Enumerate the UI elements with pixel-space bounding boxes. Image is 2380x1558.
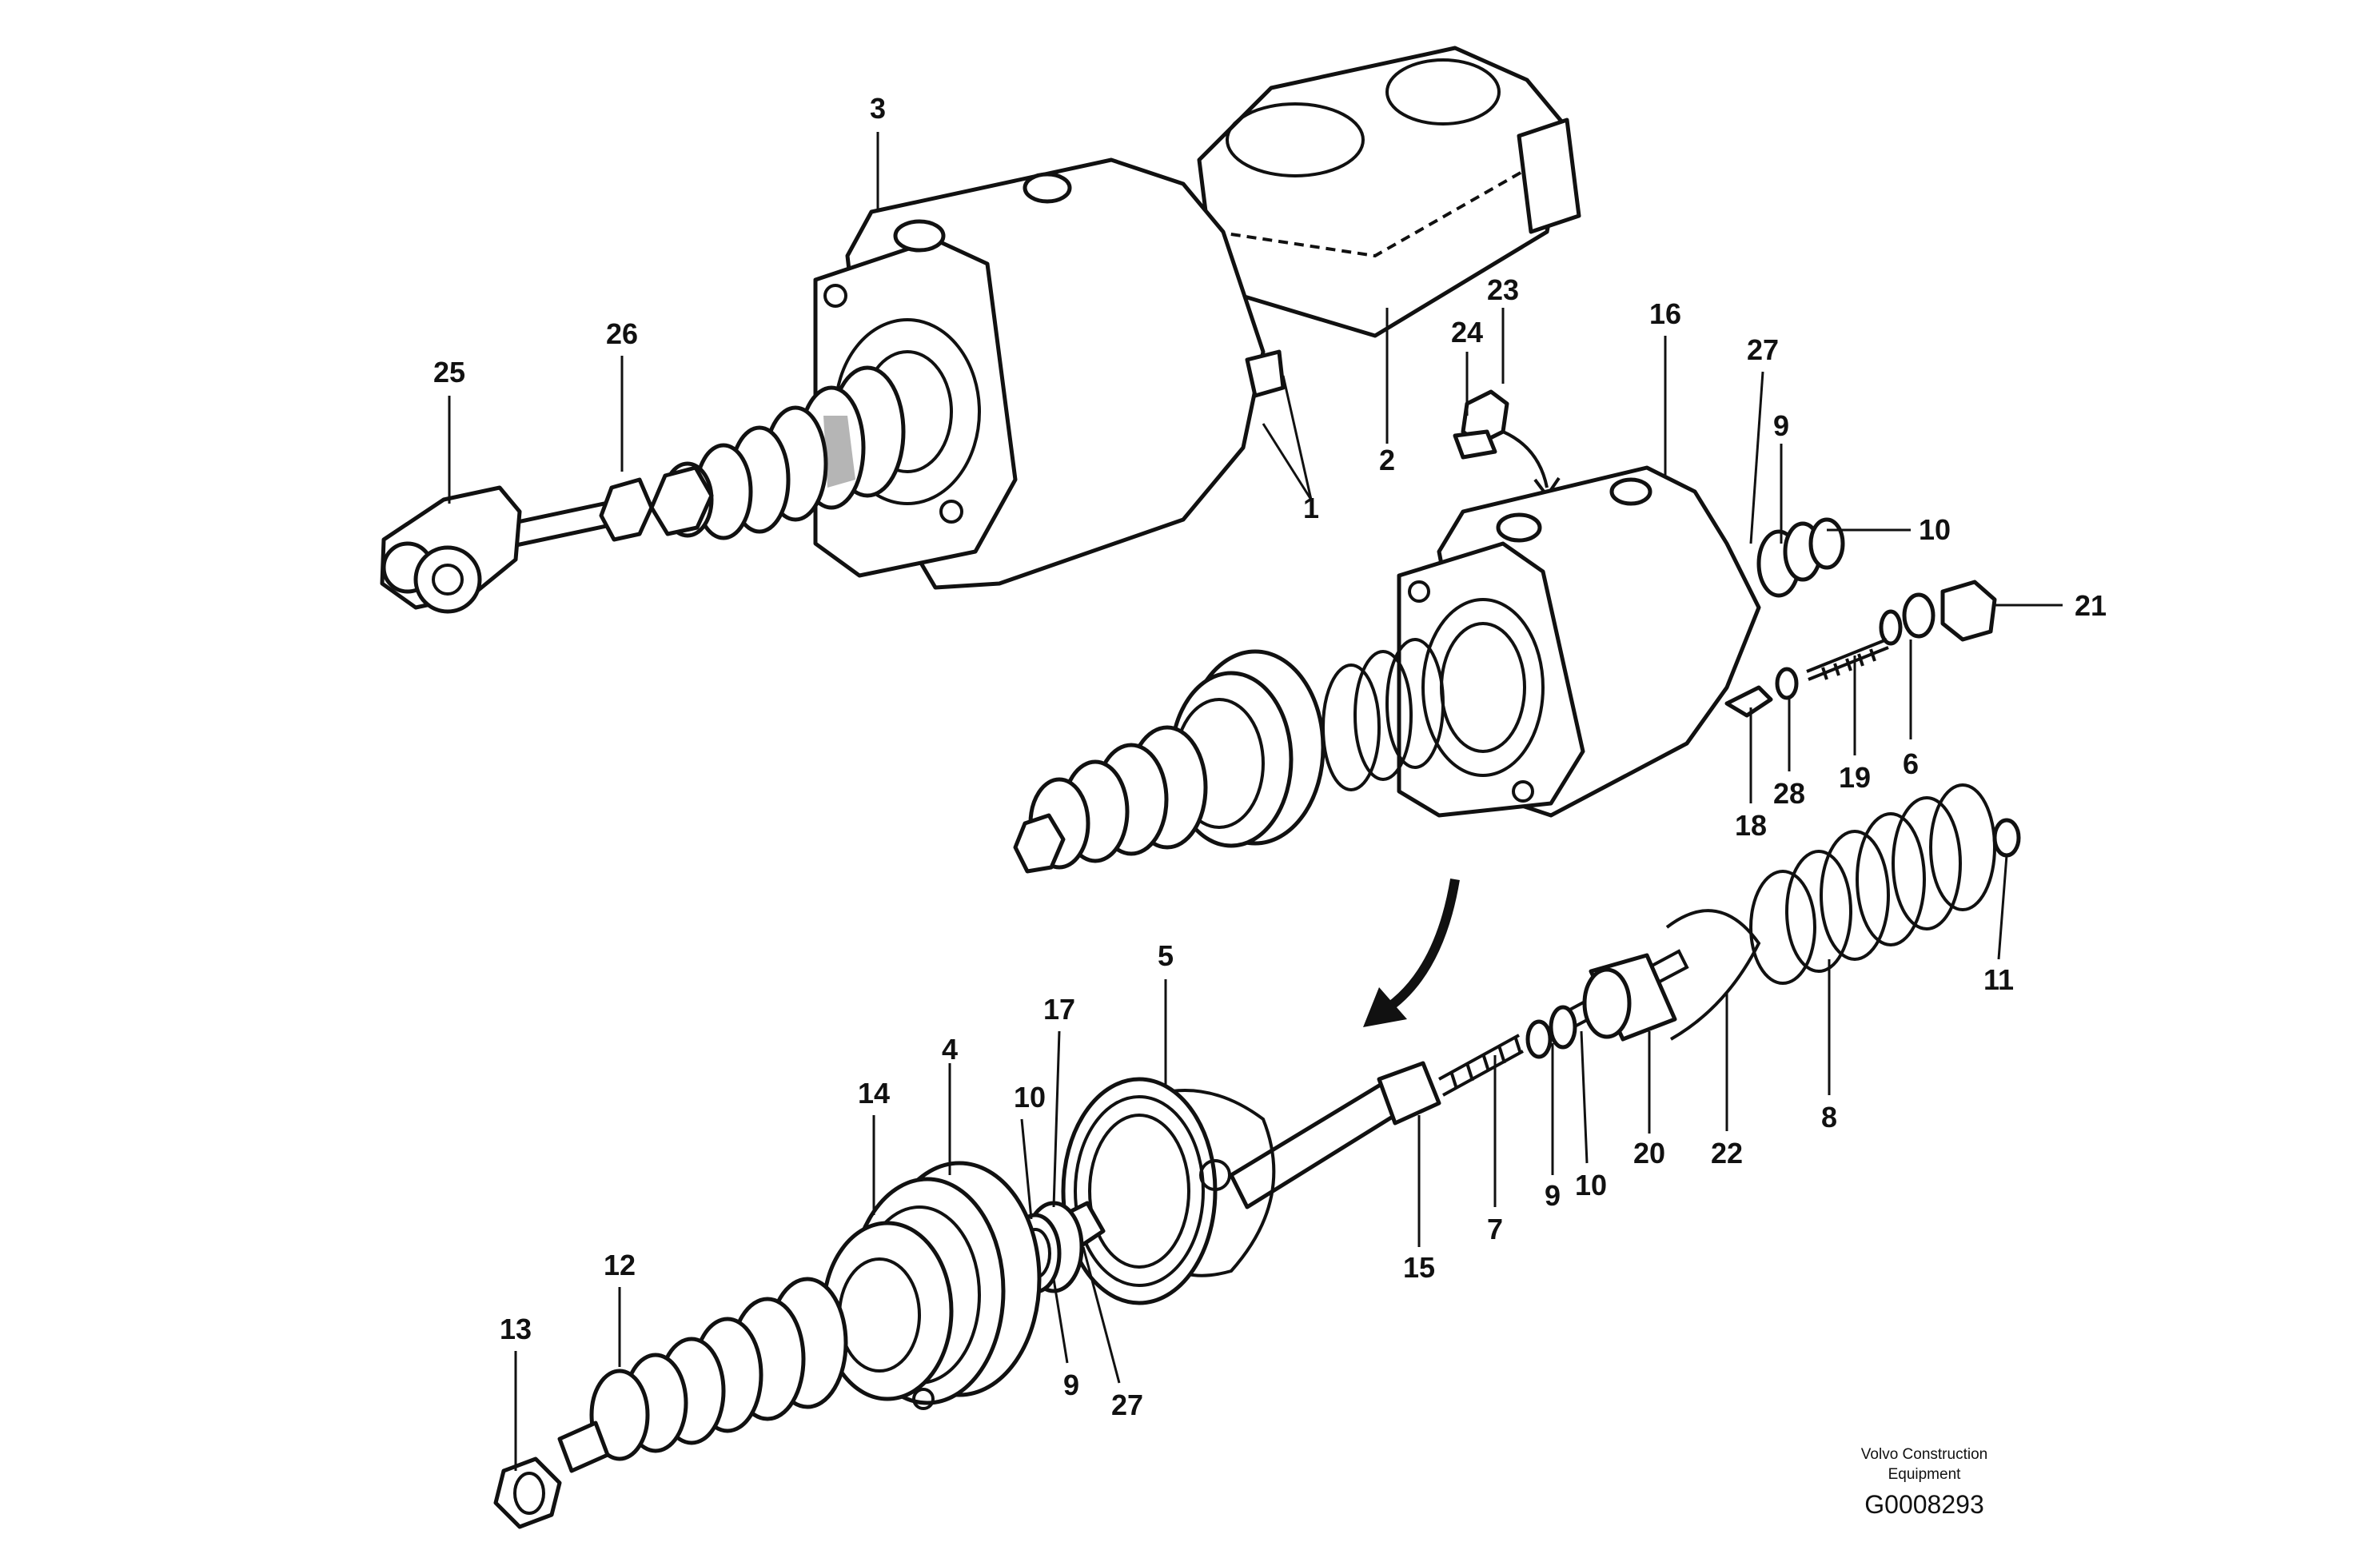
callout-labels: 1 2 3 4 5 6 7 8 9 9 9 10 10 10 11 12 13 …	[433, 92, 2107, 1421]
callout-10-bottom: 10	[1014, 1081, 1046, 1114]
credit-block: Volvo Construction Equipment G0008293	[1861, 1446, 1987, 1519]
callout-8: 8	[1821, 1101, 1837, 1134]
return-spring-part	[1749, 783, 2021, 985]
callout-15: 15	[1403, 1251, 1435, 1284]
spacer-part	[1525, 909, 1761, 1059]
callout-9-top: 9	[1773, 409, 1789, 442]
callout-7: 7	[1487, 1213, 1503, 1245]
clevis-rod-part	[380, 465, 714, 614]
callout-24: 24	[1451, 316, 1483, 349]
callout-28: 28	[1773, 777, 1805, 810]
callout-10-mid: 10	[1575, 1169, 1607, 1201]
callout-27-bottom: 27	[1111, 1389, 1143, 1421]
callout-21: 21	[2075, 589, 2107, 622]
callout-19: 19	[1839, 761, 1871, 794]
bottom-assembly	[493, 783, 2021, 1529]
callout-3: 3	[870, 92, 886, 125]
spring-housing-part	[1397, 465, 1761, 818]
valve-parts	[1724, 517, 1997, 718]
drawing-code: G0008293	[1864, 1490, 1983, 1519]
callout-16: 16	[1649, 297, 1681, 330]
callout-23: 23	[1487, 273, 1519, 306]
callout-18: 18	[1735, 809, 1767, 842]
callout-26: 26	[606, 317, 638, 350]
credit-line-2: Equipment	[1888, 1466, 1962, 1483]
piston-boot-part	[1013, 649, 1326, 874]
bottom-boot-part	[493, 1277, 848, 1529]
middle-leaders	[1465, 308, 2063, 803]
reservoir-part	[1197, 46, 1581, 338]
callout-12: 12	[604, 1249, 636, 1281]
top-assembly	[380, 46, 1581, 614]
piston-seal-part	[821, 1161, 1042, 1410]
callout-11: 11	[1983, 963, 2014, 996]
bottom-leaders	[514, 855, 2008, 1471]
callout-17: 17	[1043, 993, 1075, 1026]
callout-14: 14	[858, 1077, 890, 1110]
callout-10-top: 10	[1919, 513, 1951, 546]
callout-22: 22	[1711, 1137, 1743, 1169]
callout-2: 2	[1379, 444, 1395, 476]
callout-9-mid: 9	[1545, 1179, 1561, 1212]
piston-head-part	[1061, 1077, 1276, 1305]
callout-20: 20	[1633, 1137, 1665, 1169]
assembly-direction-arrow	[1363, 879, 1460, 1027]
callout-6: 6	[1903, 747, 1919, 780]
middle-assembly	[1013, 308, 2063, 874]
callout-27-top: 27	[1747, 333, 1779, 366]
credit-line-1: Volvo Construction	[1861, 1446, 1987, 1463]
callout-4: 4	[942, 1033, 958, 1066]
callout-5: 5	[1158, 939, 1174, 972]
callout-9-bottom: 9	[1063, 1369, 1079, 1401]
callout-1: 1	[1303, 492, 1319, 524]
callout-25: 25	[433, 356, 465, 389]
top-leaders	[448, 132, 1389, 504]
callout-13: 13	[500, 1313, 532, 1345]
bleed-cap-part	[1453, 389, 1561, 499]
